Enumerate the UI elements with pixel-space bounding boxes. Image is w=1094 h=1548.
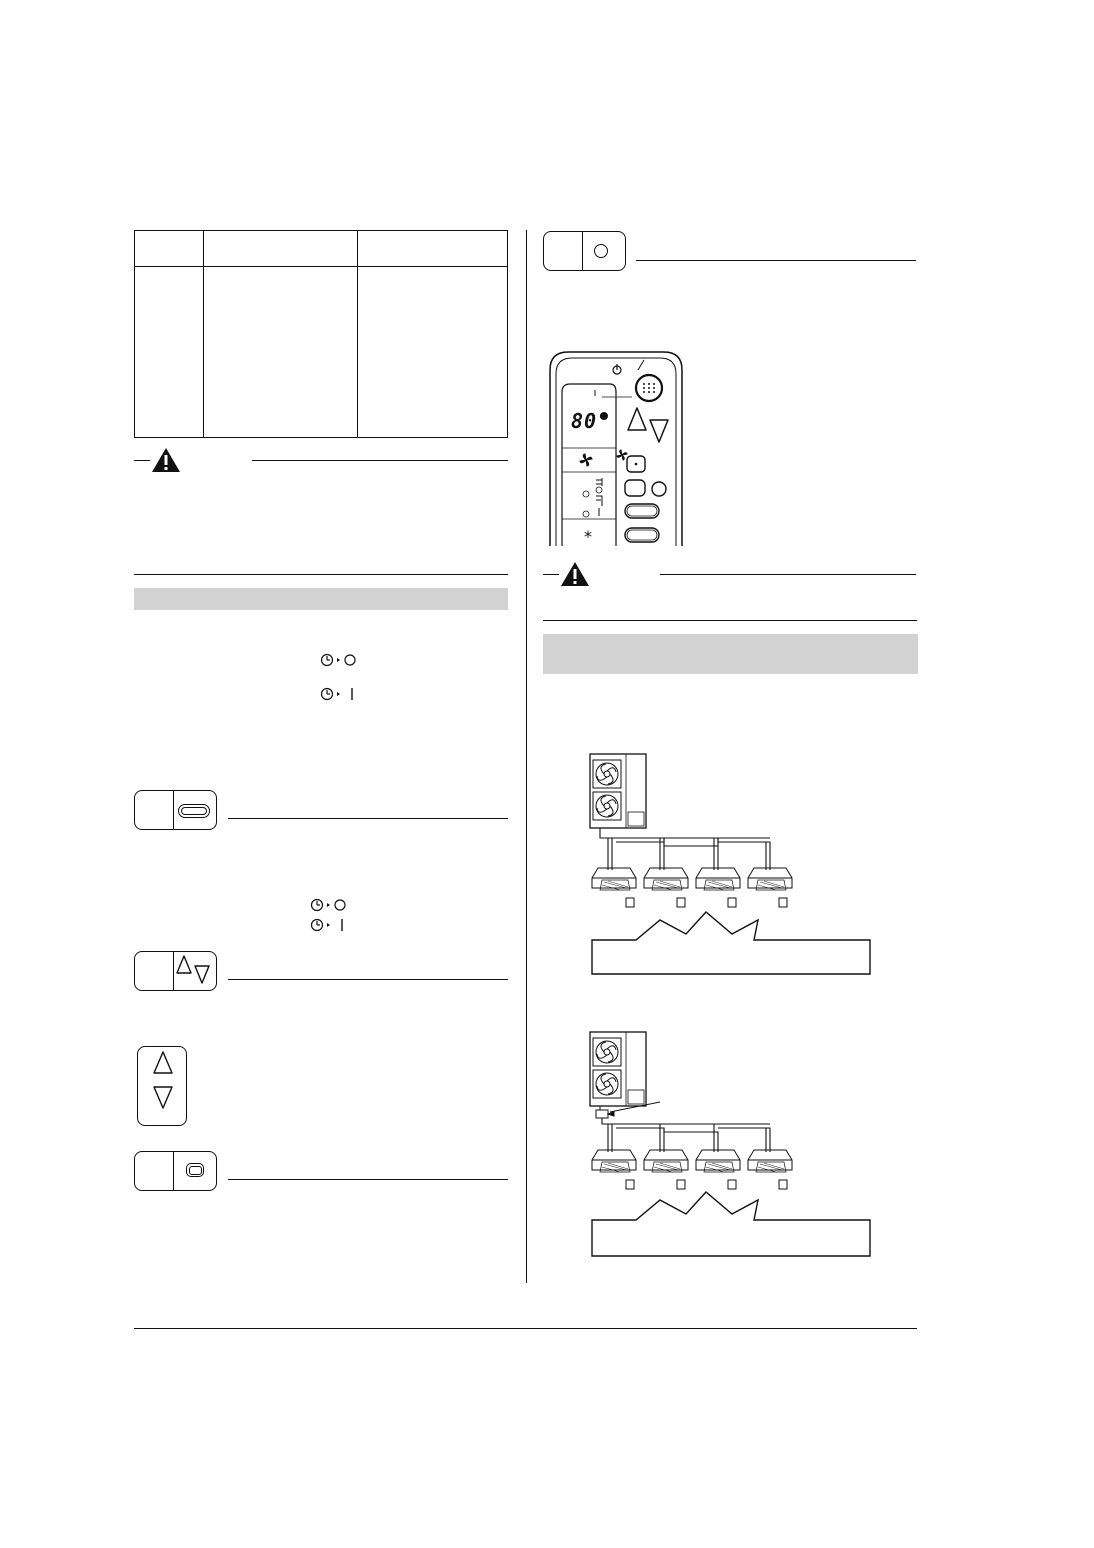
system-diagram-1 — [589, 753, 871, 975]
column-divider — [526, 230, 527, 1283]
section-rule-right — [543, 620, 917, 621]
down-arrow-icon[interactable] — [152, 1084, 174, 1110]
set-button-icon[interactable] — [186, 1163, 204, 1177]
caution-rule-left-short — [134, 460, 150, 461]
settings-table — [134, 230, 508, 438]
step-rule-1 — [228, 818, 508, 819]
table-header-divider — [135, 266, 507, 267]
step-rule-2 — [228, 979, 508, 980]
svg-text:*: * — [584, 527, 592, 546]
section-rule-left — [134, 574, 508, 575]
step-number-box-1 — [134, 790, 176, 830]
timer-off-icon-2 — [310, 898, 346, 912]
up-down-arrows-icon[interactable] — [175, 953, 213, 987]
table-col-divider-1 — [203, 231, 204, 437]
up-arrow-icon[interactable] — [152, 1050, 174, 1076]
step-number-box-2 — [134, 951, 176, 991]
section-heading-band-left — [134, 588, 508, 610]
step-number-box-3 — [134, 1151, 176, 1191]
remote-control-illustration: * — [549, 351, 683, 546]
warning-icon-2 — [561, 562, 589, 586]
timer-off-icon — [320, 653, 356, 667]
timer-on-icon-2 — [310, 918, 343, 932]
lcd-temperature: 80° — [571, 409, 611, 433]
step-button-box-2 — [173, 951, 217, 991]
timer-button-icon[interactable] — [178, 804, 210, 818]
timer-on-icon — [320, 687, 353, 701]
up-down-button-panel — [137, 1046, 187, 1126]
step-button-box-3 — [173, 1151, 217, 1191]
lcd-unit-badge — [600, 412, 608, 420]
caution-rule-left-long — [252, 460, 508, 461]
table-col-divider-2 — [357, 231, 358, 437]
warning-icon — [152, 448, 180, 472]
circle-button-icon[interactable] — [594, 244, 608, 258]
system-diagram-2 — [589, 1031, 871, 1257]
step-number-box-4 — [543, 231, 585, 271]
step-rule-3 — [228, 1179, 508, 1180]
step-rule-4 — [636, 260, 916, 261]
caution-rule-right-long — [660, 574, 916, 575]
footer-rule — [134, 1328, 917, 1329]
caution-rule-right-short — [543, 574, 559, 575]
section-heading-band-right — [543, 634, 918, 674]
